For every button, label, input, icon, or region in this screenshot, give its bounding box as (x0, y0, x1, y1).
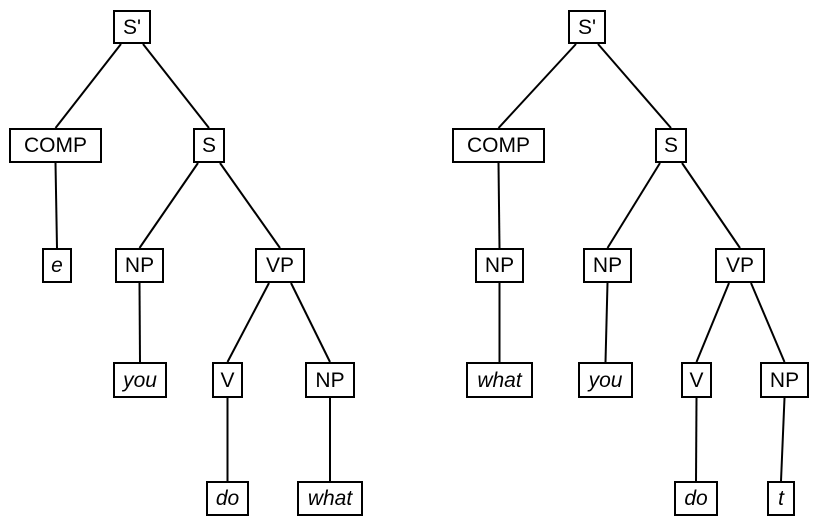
tree-edge (750, 282, 786, 363)
tree-edge (695, 282, 730, 363)
tree-node-sbar: S' (568, 10, 606, 44)
tree-edge (142, 43, 210, 129)
tree-node-what: what (466, 362, 533, 398)
tree-node-you: you (113, 362, 167, 398)
tree-edge (604, 282, 609, 363)
tree-edge (226, 282, 270, 363)
tree-edge (497, 43, 577, 129)
tree-edge (597, 43, 672, 129)
tree-node-np: NP (115, 248, 164, 283)
tree-edge (497, 162, 501, 249)
tree-edge (54, 43, 122, 129)
tree-edge (606, 162, 661, 249)
tree-node-do: do (206, 481, 249, 516)
tree-node-np: NP (475, 248, 524, 283)
tree-edge (54, 162, 58, 249)
tree-node-sbar: S' (113, 10, 151, 44)
tree-node-comp: COMP (9, 128, 102, 163)
tree-node-s: S (193, 128, 225, 163)
tree-node-t: t (767, 481, 795, 516)
tree-node-np: NP (760, 362, 809, 398)
tree-edge (138, 282, 141, 363)
tree-edge (219, 162, 281, 249)
tree-node-np: NP (583, 248, 632, 283)
tree-node-vp: VP (255, 248, 305, 283)
tree-edge (290, 282, 331, 363)
tree-node-comp: COMP (452, 128, 545, 163)
tree-edge (695, 397, 698, 482)
tree-node-do: do (674, 481, 718, 516)
tree-edge (780, 397, 786, 482)
tree-edge (138, 162, 199, 249)
tree-edge (681, 162, 741, 249)
tree-node-np: NP (305, 362, 355, 398)
tree-node-vp: VP (715, 248, 765, 283)
tree-node-v: V (212, 362, 243, 398)
tree-node-v: V (681, 362, 712, 398)
tree-node-you: you (578, 362, 633, 398)
tree-node-e: e (42, 248, 72, 283)
tree-node-what: what (297, 481, 363, 516)
tree-node-s: S (655, 128, 687, 163)
